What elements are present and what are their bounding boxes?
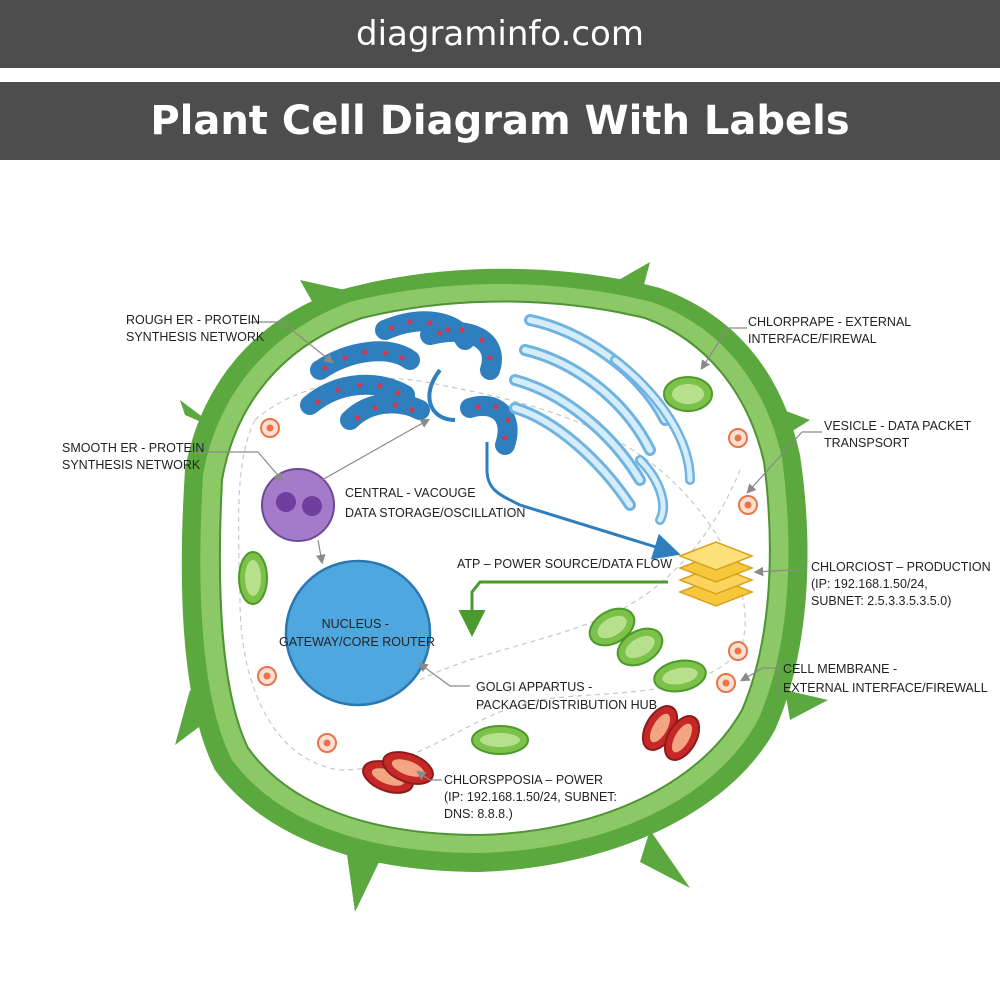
site-banner: diagraminfo.com — [0, 0, 1000, 68]
label-rough-er: ROUGH ER - PROTEIN SYNTHESIS NETWORK — [126, 313, 265, 344]
label-golgi: GOLGI APPARTUS - PACKAGE/DISTRIBUTION HU… — [476, 680, 657, 712]
label-central-vacuole: CENTRAL - VACOUGE DATA STORAGE/OSCILLATI… — [345, 486, 525, 520]
vesicles — [257, 418, 758, 753]
label-mitochondria: CHLORSPPOSIA – POWER (IP: 192.168.1.50/2… — [444, 773, 621, 821]
label-smooth-er: SMOOTH ER - PROTEIN SYNTHESIS NETWORK — [62, 441, 208, 472]
leader-lines — [193, 321, 822, 781]
label-chloroplast-top: CHLORPRAPE - EXTERNAL INTERFACE/FIREWAL — [748, 315, 914, 346]
cytoplasm-dashed-curve — [419, 469, 741, 681]
smooth-er — [509, 314, 695, 525]
label-vesicle: VESICLE - DATA PACKET TRANSPSORT — [824, 419, 975, 450]
central-vacuole — [261, 468, 335, 542]
site-name: diagraminfo.com — [356, 14, 644, 54]
chloroplasts — [238, 376, 713, 755]
ribosome-dots — [315, 319, 511, 441]
page-title: Plant Cell Diagram With Labels — [150, 98, 850, 144]
label-cell-membrane: CELL MEMBRANE - EXTERNAL INTERFACE/FIREW… — [783, 662, 988, 695]
label-nucleus: NUCLEUS - GATEWAY/CORE ROUTER — [279, 617, 435, 649]
nucleus — [284, 559, 432, 707]
atp-flow-arrow — [458, 580, 668, 637]
label-atp: ATP – POWER SOURCE/DATA FLOW — [457, 557, 672, 571]
title-banner: Plant Cell Diagram With Labels — [0, 82, 1000, 160]
rough-er-to-atp-arrow — [485, 442, 681, 560]
atp-stack — [677, 541, 755, 607]
label-chloroplast-production: CHLORCIOST – PRODUCTION (IP: 192.168.1.5… — [811, 560, 994, 608]
vacuole-to-nucleus-arrow — [315, 539, 326, 565]
vacuole-to-er-arrow — [321, 418, 431, 481]
rough-er-tube — [427, 368, 456, 422]
